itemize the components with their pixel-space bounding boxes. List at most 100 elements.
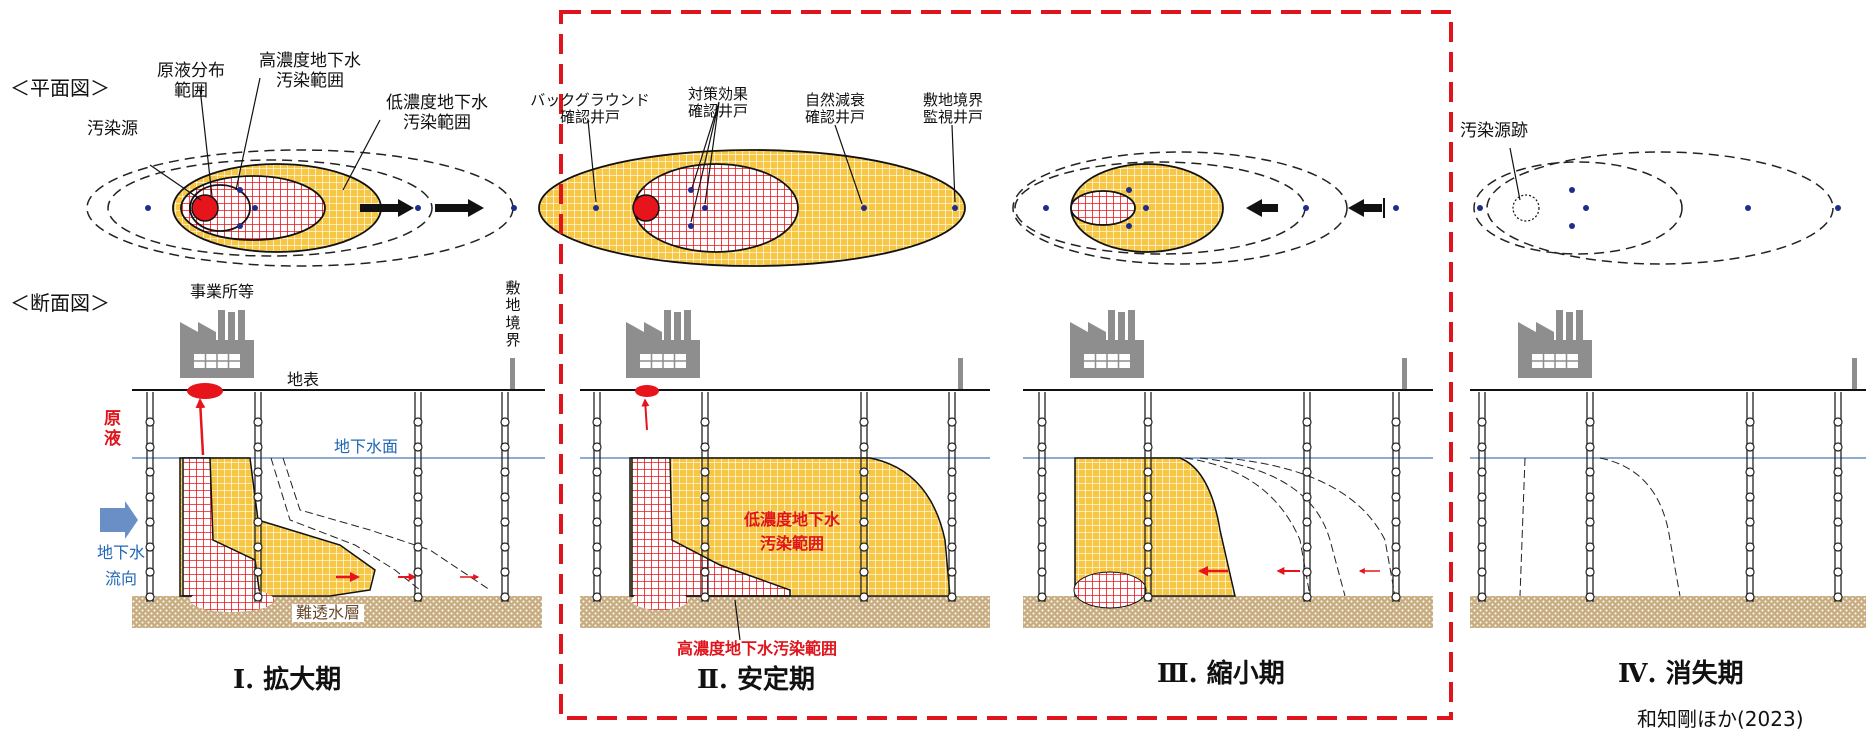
well-screen-marker bbox=[1037, 442, 1047, 452]
label-low-concentration: 低濃度地下水汚染範囲 bbox=[386, 93, 488, 133]
well-screen-marker bbox=[500, 592, 510, 602]
cross-section bbox=[100, 309, 1866, 641]
wells-stage-4 bbox=[1477, 391, 1843, 603]
well-screen-marker bbox=[413, 517, 423, 527]
well-screen-marker bbox=[1302, 467, 1312, 477]
well-screen-marker bbox=[1833, 417, 1843, 427]
well-screen-marker bbox=[1833, 592, 1843, 602]
well-screen-marker bbox=[1037, 467, 1047, 477]
section-stage-2 bbox=[580, 309, 990, 641]
well-screen-marker bbox=[145, 492, 155, 502]
well-screen-marker bbox=[253, 417, 263, 427]
well-screen-marker bbox=[253, 517, 263, 527]
well-screen-marker bbox=[1833, 567, 1843, 577]
label-low-zone: 低濃度地下水汚染範囲 bbox=[743, 510, 840, 553]
well-screen-marker bbox=[1745, 467, 1755, 477]
well-screen-marker bbox=[1391, 417, 1401, 427]
well-screen-marker bbox=[413, 417, 423, 427]
well-screen-marker bbox=[1745, 417, 1755, 427]
well-screen-marker bbox=[1302, 417, 1312, 427]
well-screen-marker bbox=[1477, 467, 1487, 477]
plan-stage-4 bbox=[1473, 147, 1841, 265]
well-screen-marker bbox=[500, 492, 510, 502]
label-facility: 事業所等 bbox=[190, 282, 255, 301]
well-screen-marker bbox=[145, 567, 155, 577]
label-site-boundary: 敷地 境界 bbox=[505, 279, 521, 349]
cross-section-heading: ＜断面図＞ bbox=[10, 291, 110, 315]
well-screen-marker bbox=[1391, 517, 1401, 527]
wells-stage-1 bbox=[145, 391, 510, 603]
label-aquitard: 難透水層 bbox=[292, 603, 365, 623]
well-screen-marker bbox=[1477, 592, 1487, 602]
section-stage-1 bbox=[100, 309, 545, 628]
plan-view bbox=[86, 77, 1841, 267]
label-high-concentration: 高濃度地下水汚染範囲 bbox=[259, 51, 361, 91]
well-screen-marker bbox=[859, 592, 869, 602]
well-screen-marker bbox=[1037, 517, 1047, 527]
well-screen-marker bbox=[592, 442, 602, 452]
well-screen-marker bbox=[1833, 442, 1843, 452]
wells-stage-2 bbox=[592, 391, 957, 603]
credit: 和知剛ほか(2023) bbox=[1637, 707, 1804, 731]
well-screen-marker bbox=[1477, 492, 1487, 502]
well-screen-marker bbox=[500, 467, 510, 477]
well-screen-marker bbox=[1143, 567, 1153, 577]
section-stage-4 bbox=[1470, 309, 1866, 628]
well-screen-marker bbox=[1477, 442, 1487, 452]
plan-stage-1 bbox=[86, 77, 517, 267]
well-screen-marker bbox=[413, 467, 423, 477]
well-screen-marker bbox=[413, 442, 423, 452]
well-screen-marker bbox=[1302, 517, 1312, 527]
label-undiluted: 原液 bbox=[104, 409, 121, 449]
well-screen-marker bbox=[500, 542, 510, 552]
plan-view-heading: ＜平面図＞ bbox=[10, 76, 110, 100]
well-screen-marker bbox=[1037, 592, 1047, 602]
well-screen-marker bbox=[500, 417, 510, 427]
well-screen-marker bbox=[592, 592, 602, 602]
stage-title-2: Ⅱ. 安定期 bbox=[697, 665, 816, 695]
label-natural-attenuation-well: 自然減衰確認井戸 bbox=[804, 91, 865, 127]
well-screen-marker bbox=[1143, 592, 1153, 602]
well-screen-marker bbox=[413, 592, 423, 602]
stage-title-3: Ⅲ. 縮小期 bbox=[1157, 659, 1285, 689]
well-screen-marker bbox=[145, 467, 155, 477]
well-screen-marker bbox=[253, 542, 263, 552]
well-screen-marker bbox=[145, 592, 155, 602]
well-screen-marker bbox=[700, 442, 710, 452]
well-screen-marker bbox=[592, 417, 602, 427]
label-boundary-well: 敷地境界監視井戸 bbox=[922, 91, 983, 127]
well-screen-marker bbox=[859, 467, 869, 477]
well-screen-marker bbox=[947, 492, 957, 502]
well-screen-marker bbox=[145, 517, 155, 527]
well-screen-marker bbox=[1143, 492, 1153, 502]
well-screen-marker bbox=[700, 417, 710, 427]
well-screen-marker bbox=[1391, 542, 1401, 552]
well-screen-marker bbox=[700, 592, 710, 602]
well-screen-marker bbox=[859, 442, 869, 452]
well-screen-marker bbox=[1391, 442, 1401, 452]
well-screen-marker bbox=[1477, 542, 1487, 552]
well-screen-marker bbox=[859, 492, 869, 502]
well-screen-marker bbox=[1037, 567, 1047, 577]
well-screen-marker bbox=[1037, 417, 1047, 427]
well-screen-marker bbox=[145, 442, 155, 452]
well-screen-marker bbox=[253, 442, 263, 452]
well-screen-marker bbox=[1585, 542, 1595, 552]
well-screen-marker bbox=[1037, 542, 1047, 552]
label-source-trace: 汚染源跡 bbox=[1460, 121, 1528, 141]
well-screen-marker bbox=[1143, 467, 1153, 477]
well-screen-marker bbox=[1143, 417, 1153, 427]
well-screen-marker bbox=[1585, 467, 1595, 477]
label-source: 汚染源 bbox=[87, 119, 138, 139]
well-screen-marker bbox=[500, 567, 510, 577]
well-screen-marker bbox=[413, 542, 423, 552]
stage-title-1: Ⅰ. 拡大期 bbox=[233, 665, 342, 695]
well-screen-marker bbox=[947, 467, 957, 477]
well-screen-marker bbox=[1143, 442, 1153, 452]
well-screen-marker bbox=[1143, 542, 1153, 552]
well-screen-marker bbox=[947, 442, 957, 452]
well-screen-marker bbox=[1745, 492, 1755, 502]
well-screen-marker bbox=[700, 517, 710, 527]
well-screen-marker bbox=[859, 567, 869, 577]
